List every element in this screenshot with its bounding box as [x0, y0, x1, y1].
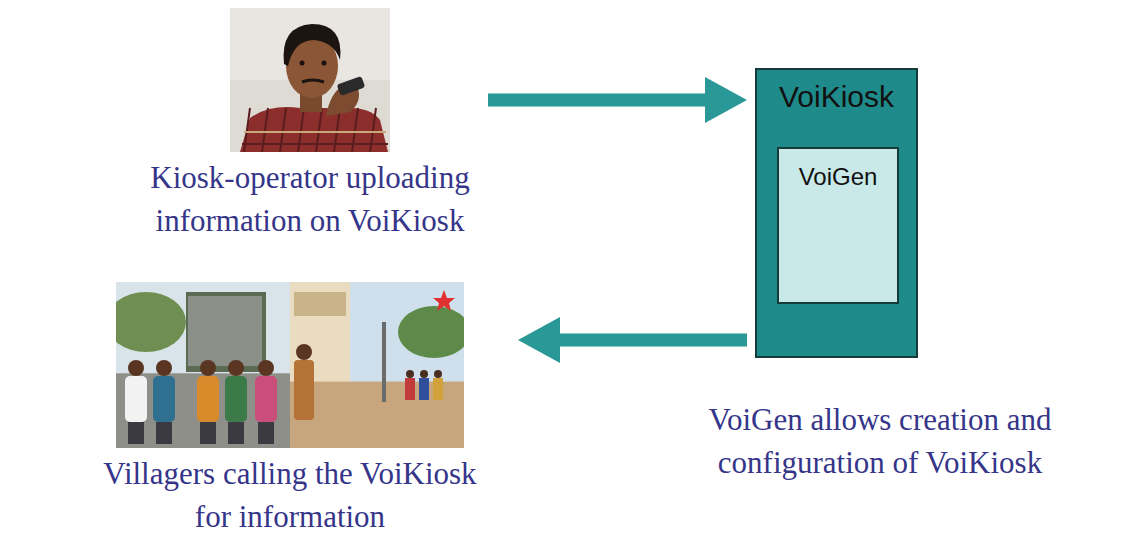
box-title: VoiGen	[799, 163, 878, 191]
photo-caption: Kiosk-operator uploading information on …	[140, 156, 480, 243]
photo-illustration	[116, 282, 464, 448]
photo-panel: Kiosk-operator uploading information on …	[140, 8, 480, 243]
arrow-head	[705, 77, 747, 123]
photo-caption: Villagers calling the VoiKiosk for infor…	[90, 452, 490, 539]
photo-illustration	[230, 8, 390, 152]
photo-panel: Villagers calling the VoiKiosk for infor…	[70, 282, 510, 539]
box-title: VoiKiosk	[779, 80, 894, 114]
arrow-shaft	[488, 94, 707, 107]
arrow-head	[518, 317, 560, 363]
flow-arrow	[518, 317, 747, 363]
arrow-shaft	[558, 334, 747, 347]
system-box: VoiKioskVoiGen	[755, 68, 918, 358]
note-text: VoiGen allows creation and configuration…	[680, 398, 1080, 485]
flow-arrow	[488, 77, 747, 123]
system-box: VoiGen	[777, 147, 899, 304]
